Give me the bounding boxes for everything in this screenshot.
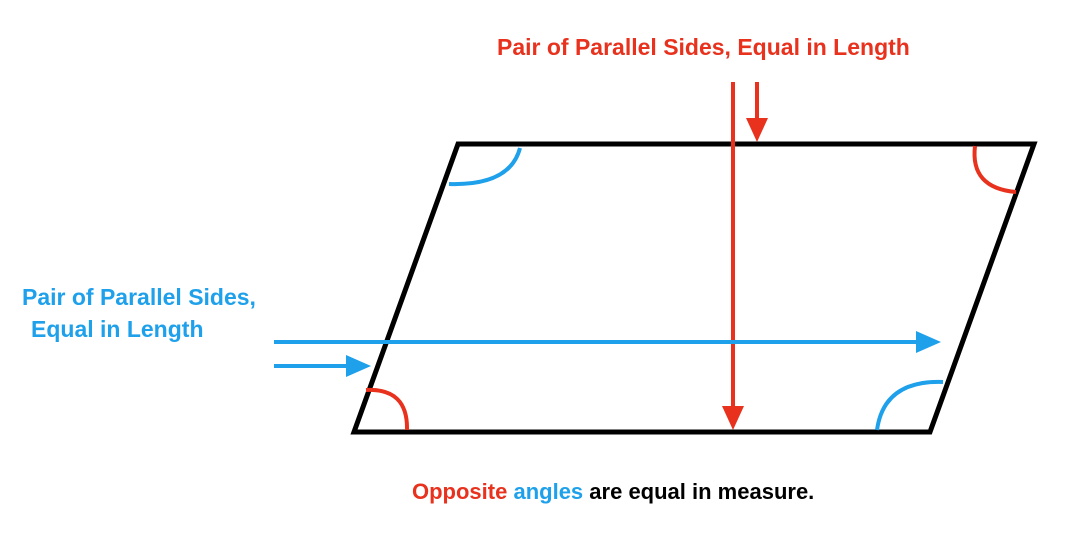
blue-long-arrow-head <box>916 331 941 353</box>
angle-arc-top-right <box>972 145 1017 194</box>
caption-opposite: Opposite <box>412 479 508 504</box>
angle-arc-bottom-right <box>875 379 944 431</box>
caption-angles: angles <box>513 479 584 504</box>
left-parallel-sides-label-line2: Equal in Length <box>31 316 204 342</box>
caption: Opposite angles are equal in measure. <box>412 481 814 503</box>
angle-arc-top-left <box>448 147 522 187</box>
left-parallel-sides-label-line1: Pair of Parallel Sides, <box>22 284 256 310</box>
red-short-arrow-head <box>746 118 768 142</box>
blue-short-arrow-head <box>346 355 371 377</box>
caption-rest: are equal in measure. <box>589 479 815 504</box>
angle-arc-bottom-left <box>365 387 410 431</box>
parallelogram-shape <box>350 141 1038 435</box>
red-long-arrow-head <box>722 406 744 430</box>
top-parallel-sides-label: Pair of Parallel Sides, Equal in Length <box>497 34 910 60</box>
